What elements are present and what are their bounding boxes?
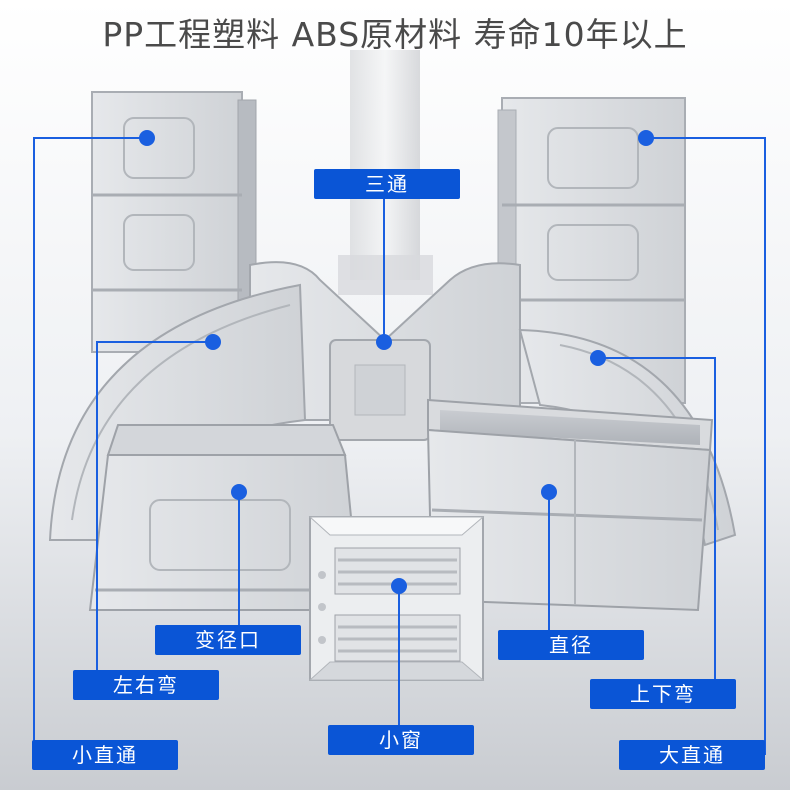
label-small-window: 小窗 [328, 725, 474, 755]
label-large-straight: 大直通 [619, 740, 765, 770]
leader-lines [33, 137, 766, 755]
dot-large-straight [638, 130, 654, 146]
dot-small-window [391, 578, 407, 594]
dot-small-straight [139, 130, 155, 146]
callout-dots [139, 130, 654, 594]
label-up-down-bend: 上下弯 [590, 679, 736, 709]
leader-large-straight [646, 137, 766, 755]
dot-three-way [376, 334, 392, 350]
dot-reducer [231, 484, 247, 500]
dot-up-down-bend [590, 350, 606, 366]
label-small-straight: 小直通 [32, 740, 178, 770]
label-straight: 直径 [498, 630, 644, 660]
straight-box [426, 398, 714, 612]
headline: PP工程塑料 ABS原材料 寿命10年以上 [102, 15, 688, 54]
leader-up-down-bend [598, 357, 716, 693]
leader-left-right-bend [96, 341, 213, 685]
louver-window [308, 516, 485, 681]
leader-small-straight [33, 137, 147, 755]
dot-left-right-bend [205, 334, 221, 350]
dot-straight [541, 484, 557, 500]
label-reducer: 变径口 [155, 625, 301, 655]
label-left-right-bend: 左右弯 [73, 670, 219, 700]
label-three-way: 三通 [314, 169, 460, 199]
